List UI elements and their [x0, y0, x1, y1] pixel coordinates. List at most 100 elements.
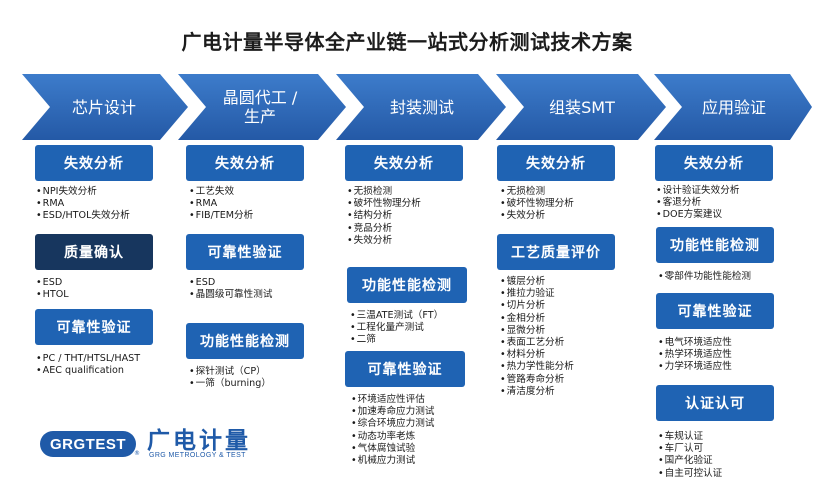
list-item: 破坏性物理分析: [500, 198, 574, 210]
reliability-box: 可靠性验证: [186, 234, 304, 270]
failure-analysis-box: 失效分析: [186, 145, 304, 181]
failure-analysis-box: 失效分析: [497, 145, 615, 181]
stage-arrow-5: [654, 74, 812, 140]
list-item: 镀层分析: [500, 276, 574, 288]
list-item: RMA: [36, 198, 130, 210]
reliability-list: 电气环境适应性 热学环境适应性 力学环境适应性: [658, 337, 732, 374]
list-item: 机械应力测试: [351, 455, 434, 467]
list-item: 电气环境适应性: [658, 337, 732, 349]
list-item: 车规认证: [658, 431, 722, 443]
list-item: 力学环境适应性: [658, 361, 732, 373]
list-item: 破坏性物理分析: [347, 198, 421, 210]
stage-flow: [22, 74, 812, 140]
list-item: 自主可控认证: [658, 468, 723, 480]
reliability-box: 可靠性验证: [35, 309, 153, 345]
grgtest-logo: GRGTEST: [40, 431, 136, 457]
list-item: PC / THT/HTSL/HAST: [36, 353, 140, 365]
stage-arrow-3: [336, 74, 506, 140]
list-item: 显微分析: [500, 325, 574, 337]
list-item: 清洁度分析: [500, 386, 574, 398]
list-item: 二筛: [350, 334, 443, 346]
list-item: 零部件功能性能检测: [658, 271, 751, 283]
list-item: 金相分析: [500, 313, 574, 325]
failure-analysis-list: NPI失效分析 RMA ESD/HTOL失效分析: [36, 186, 130, 223]
list-item: 失效分析: [347, 235, 421, 247]
list-item: 无损检测: [500, 186, 574, 198]
reliability-list: PC / THT/HTSL/HAST AEC qualification: [36, 353, 140, 377]
list-item: 工艺失效: [189, 186, 253, 198]
functional-performance-list: 三温ATE测试（FT） 工程化量产测试 二筛: [350, 310, 444, 347]
failure-analysis-list: 无损检测 破坏性物理分析 失效分析: [500, 186, 574, 223]
company-name-en: GRG METROLOGY & TEST: [149, 452, 246, 459]
registered-mark: ®: [134, 450, 140, 457]
list-item: 车厂认可: [658, 443, 722, 455]
reliability-box: 可靠性验证: [656, 293, 774, 329]
failure-analysis-list: 工艺失效 RMA FIB/TEM分析: [189, 186, 254, 223]
failure-analysis-list: 无损检测 破坏性物理分析 结构分析 竞品分析 失效分析: [347, 186, 421, 247]
list-item: RMA: [189, 198, 253, 210]
list-item: 综合环境应力测试: [351, 418, 435, 430]
list-item: 无损检测: [347, 186, 421, 198]
failure-analysis-box: 失效分析: [345, 145, 463, 181]
functional-performance-box: 功能性能检测: [656, 227, 774, 263]
certification-list: 车规认证 车厂认可 国产化验证 自主可控认证: [658, 431, 723, 480]
list-item: 设计验证失效分析: [656, 185, 740, 197]
list-item: 晶圆级可靠性测试: [189, 289, 273, 301]
page-title: 广电计量半导体全产业链一站式分析测试技术方案: [181, 30, 633, 54]
stage-label-wafer-line1: 晶圆代工 /: [222, 88, 298, 107]
list-item: ESD: [36, 277, 69, 289]
list-item: 一筛（burning）: [189, 378, 271, 390]
list-item: 管路寿命分析: [500, 374, 574, 386]
list-item: 环境适应性评估: [351, 394, 434, 406]
list-item: 三温ATE测试（FT）: [350, 310, 444, 322]
quality-confirmation-box: 质量确认: [35, 234, 153, 270]
list-item: 结构分析: [347, 210, 421, 222]
process-quality-list: 镀层分析 推拉力验证 切片分析 金相分析 显微分析 表面工艺分析 材料分析 热力…: [500, 276, 574, 398]
failure-analysis-list: 设计验证失效分析 客退分析 DOE方案建议: [656, 185, 740, 222]
reliability-list: ESD 晶圆级可靠性测试: [189, 277, 273, 301]
list-item: NPI失效分析: [36, 186, 130, 198]
list-item: 竞品分析: [347, 223, 421, 235]
stage-label-packaging-test: 封装测试: [389, 97, 454, 117]
failure-analysis-box: 失效分析: [35, 145, 153, 181]
list-item: ESD/HTOL失效分析: [36, 210, 130, 222]
reliability-box: 可靠性验证: [345, 351, 465, 387]
list-item: 气体腐蚀试验: [351, 443, 434, 455]
functional-performance-box: 功能性能检测: [347, 267, 467, 303]
list-item: 失效分析: [500, 210, 574, 222]
stage-label-chip-design: 芯片设计: [71, 97, 136, 117]
list-item: DOE方案建议: [656, 209, 739, 221]
stage-arrow-2: [178, 74, 346, 140]
list-item: 材料分析: [500, 349, 574, 361]
stage-label-wafer-foundry: 晶圆代工 / 生产: [196, 86, 324, 128]
list-item: ESD: [189, 277, 272, 289]
stage-arrow-1: [22, 74, 188, 140]
list-item: 国产化验证: [658, 455, 722, 467]
process-quality-box: 工艺质量评价: [497, 234, 615, 270]
list-item: 动态功率老炼: [351, 431, 434, 443]
list-item: 工程化量产测试: [350, 322, 443, 334]
list-item: 切片分析: [500, 300, 574, 312]
list-item: 客退分析: [656, 197, 739, 209]
functional-performance-box: 功能性能检测: [186, 323, 304, 359]
company-name-cn: 广电计量: [147, 428, 251, 454]
list-item: 推拉力验证: [500, 288, 574, 300]
list-item: 热学环境适应性: [658, 349, 732, 361]
functional-performance-list: 零部件功能性能检测: [658, 271, 751, 283]
certification-box: 认证认可: [656, 385, 774, 421]
failure-analysis-box: 失效分析: [655, 145, 773, 181]
list-item: 表面工艺分析: [500, 337, 574, 349]
list-item: HTOL: [36, 289, 69, 301]
functional-performance-list: 探针测试（CP） 一筛（burning）: [189, 366, 271, 390]
stage-label-wafer-line2: 生产: [243, 107, 276, 126]
stage-label-application-verification: 应用验证: [701, 97, 766, 117]
list-item: 热力学性能分析: [500, 361, 574, 373]
list-item: 探针测试（CP）: [189, 366, 271, 378]
list-item: AEC qualification: [36, 365, 140, 377]
list-item: FIB/TEM分析: [189, 210, 254, 222]
list-item: 加速寿命应力测试: [351, 406, 435, 418]
reliability-list: 环境适应性评估 加速寿命应力测试 综合环境应力测试 动态功率老炼 气体腐蚀试验 …: [351, 394, 435, 467]
stage-arrow-4: [496, 74, 666, 140]
stage-label-smt-assembly: 组装SMT: [549, 97, 615, 117]
quality-confirmation-list: ESD HTOL: [36, 277, 69, 301]
